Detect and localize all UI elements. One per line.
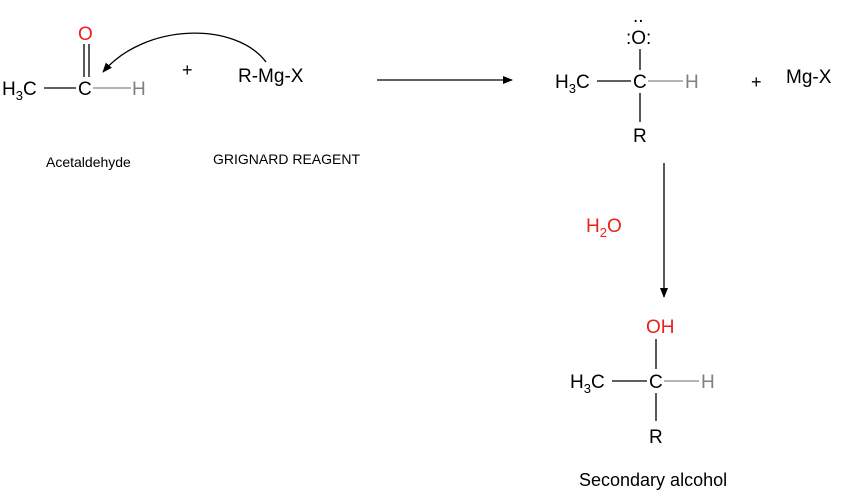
methyl-group: H3C [570, 372, 605, 396]
carbonyl-carbon: C [78, 79, 92, 100]
oxygen-lone-pair: .. [633, 6, 644, 27]
electron-push-arrow [102, 32, 267, 73]
central-carbon: C [633, 72, 647, 93]
carbonyl-oxygen: O [78, 24, 93, 45]
hydroxyl-group: OH [646, 317, 675, 338]
acetaldehyde-label: Acetaldehyde [46, 154, 131, 170]
r-group: R [649, 427, 663, 448]
alkoxide-intermediate: .. :O: H3C C H R [555, 6, 699, 147]
grignard-label: GRIGNARD REAGENT [213, 151, 360, 167]
central-carbon: C [649, 372, 663, 393]
grignard-formula: R-Mg-X [238, 66, 304, 87]
plus-sign-1: + [182, 60, 193, 80]
magnesium-halide: Mg-X [786, 67, 832, 88]
water-reagent: H2O [586, 216, 622, 240]
hydrogen-atom: H [701, 372, 715, 393]
methyl-group: H3C [555, 72, 590, 96]
r-group: R [633, 126, 647, 147]
hydrogen-atom: H [685, 72, 699, 93]
secondary-alcohol-label: Secondary alcohol [579, 470, 727, 490]
alkoxide-oxygen: :O: [626, 28, 651, 49]
plus-sign-2: + [751, 72, 762, 92]
acetaldehyde-structure: H3C C H O [2, 24, 146, 103]
secondary-alcohol-structure: OH H3C C H R [570, 317, 715, 448]
methyl-group: H3C [2, 79, 37, 103]
aldehyde-hydrogen: H [132, 79, 146, 100]
